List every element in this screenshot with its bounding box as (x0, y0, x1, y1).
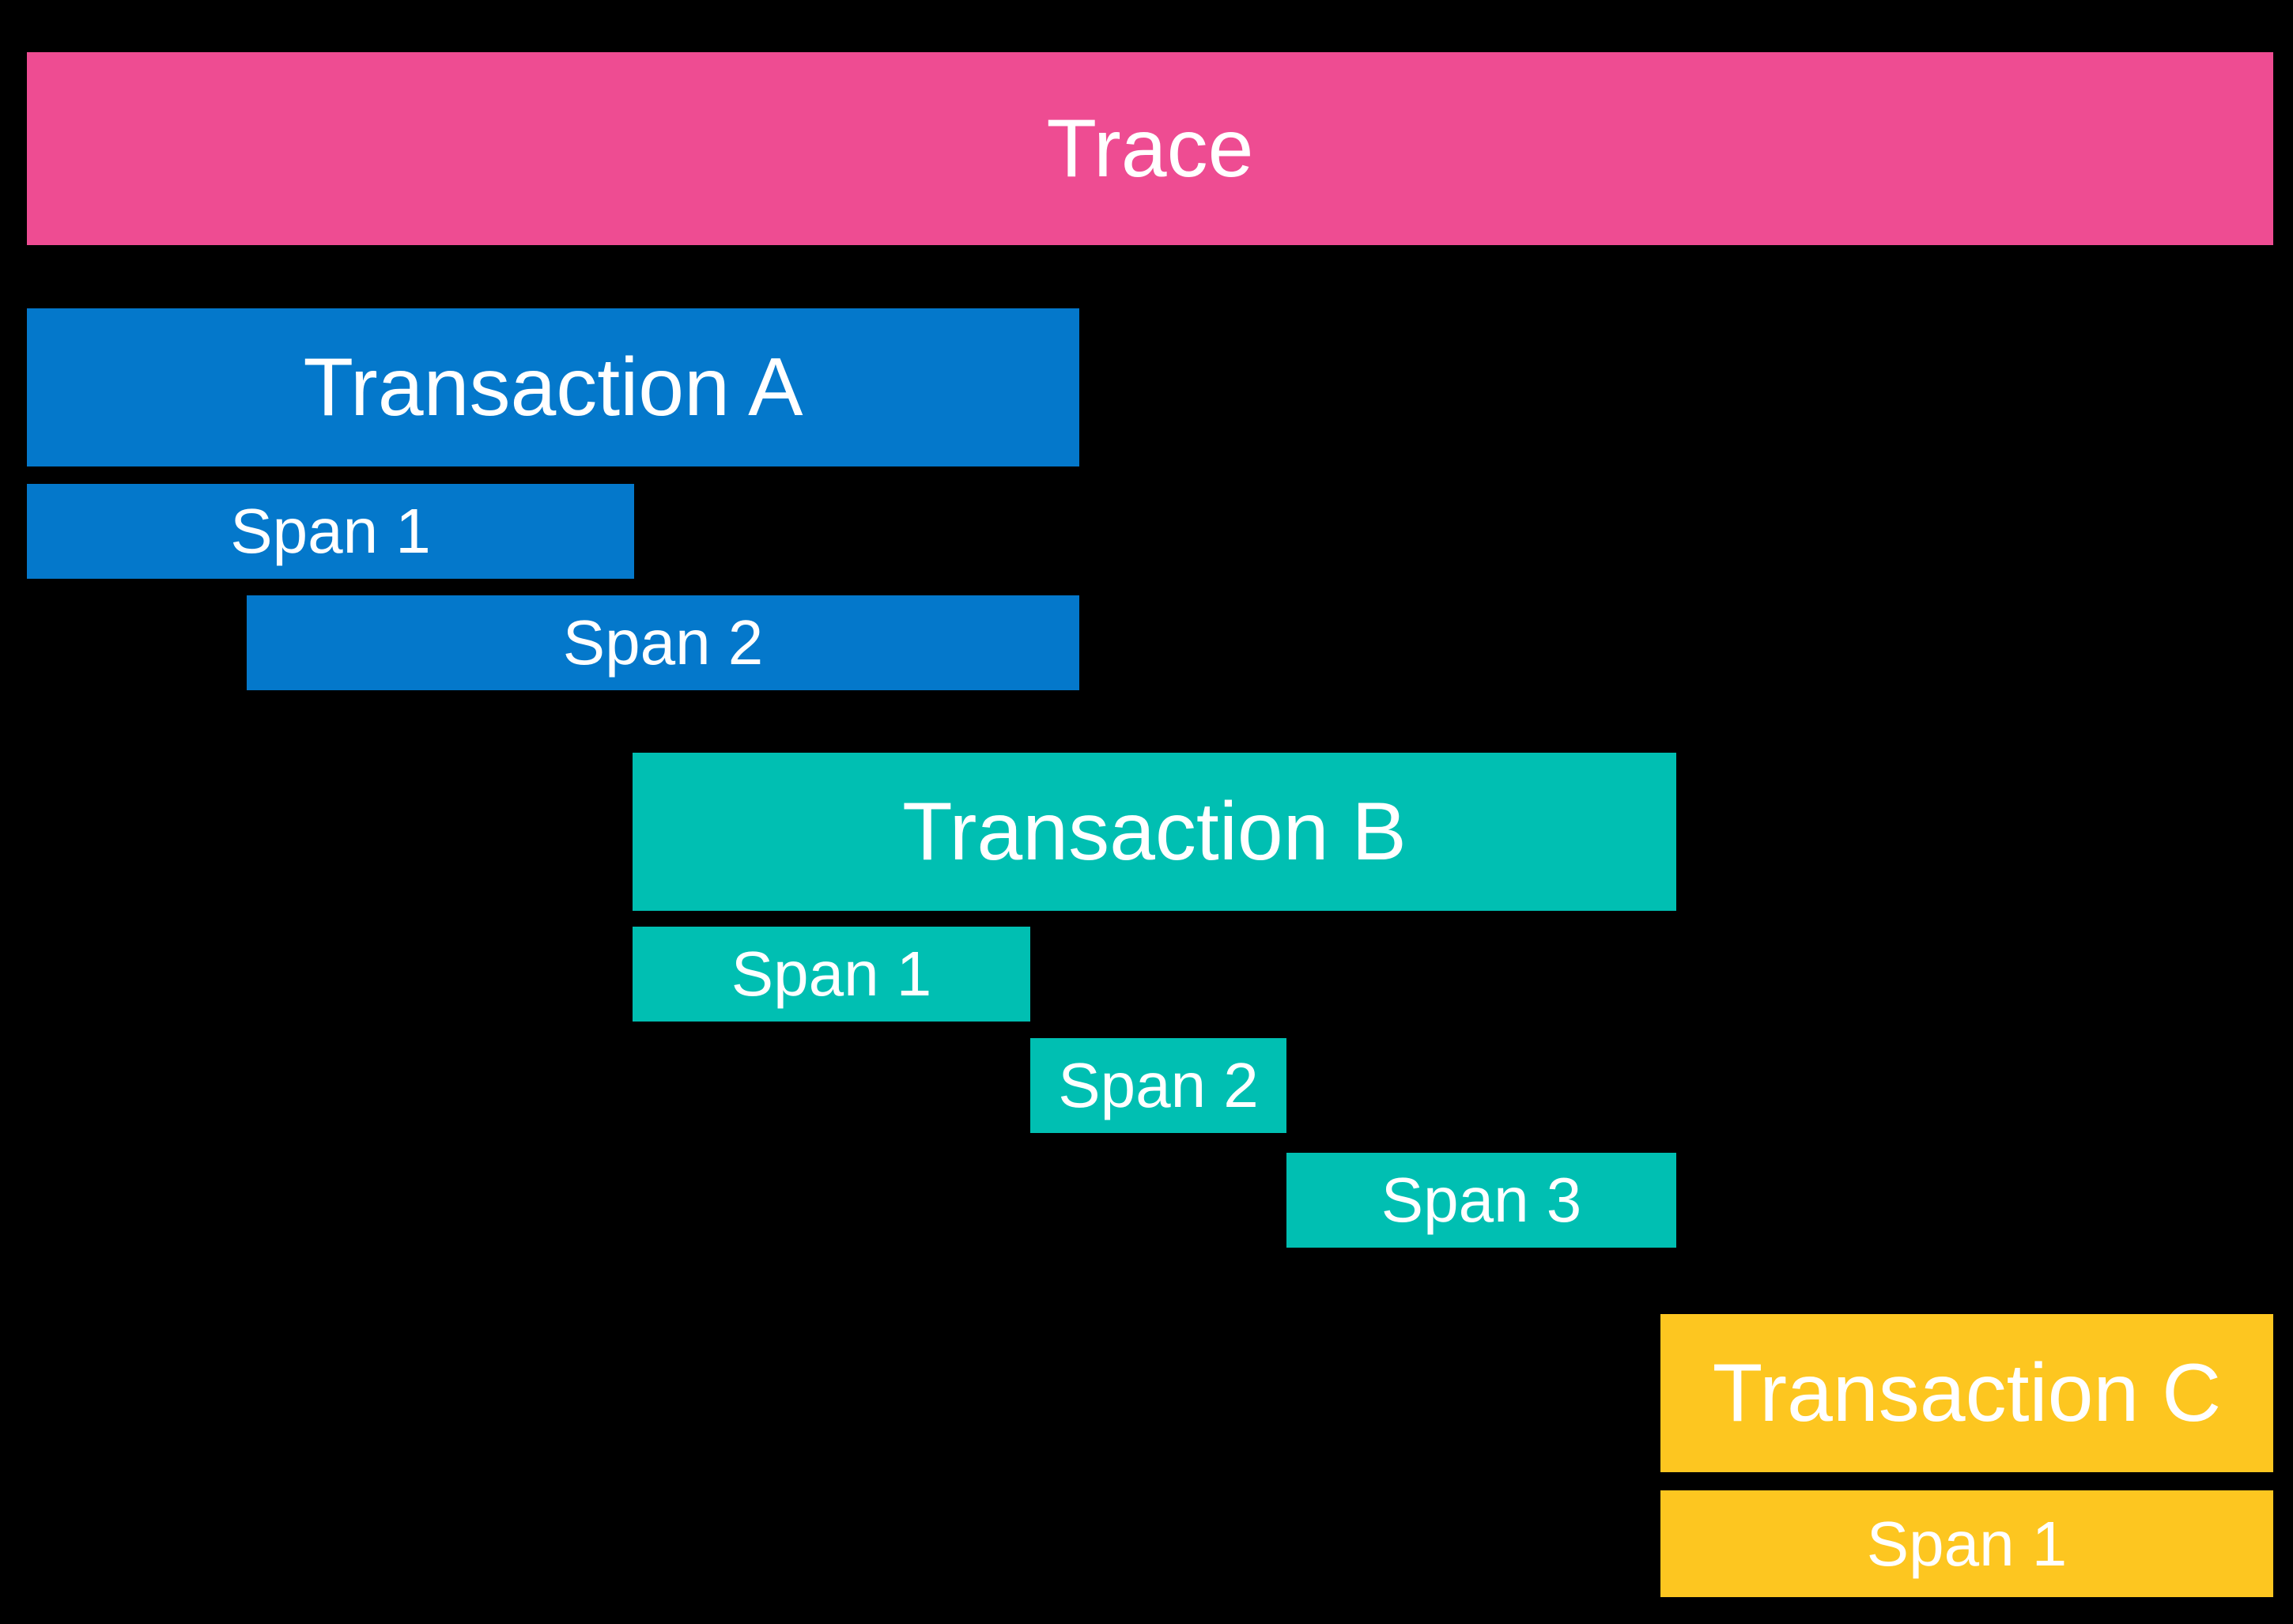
transaction-a-span-1-bar: Span 1 (27, 484, 634, 579)
transaction-b-span-2-bar: Span 2 (1030, 1038, 1286, 1133)
transaction-b-bar: Transaction B (633, 753, 1676, 911)
transaction-b-span-1-bar: Span 1 (633, 927, 1030, 1022)
transaction-c-bar: Transaction C (1660, 1314, 2273, 1472)
transaction-c-span-1-bar: Span 1 (1660, 1490, 2273, 1597)
transaction-a-span-2-bar: Span 2 (247, 595, 1079, 690)
trace-bar: Trace (27, 52, 2273, 245)
transaction-a-bar: Transaction A (27, 308, 1079, 466)
transaction-b-span-3-bar: Span 3 (1286, 1153, 1676, 1248)
